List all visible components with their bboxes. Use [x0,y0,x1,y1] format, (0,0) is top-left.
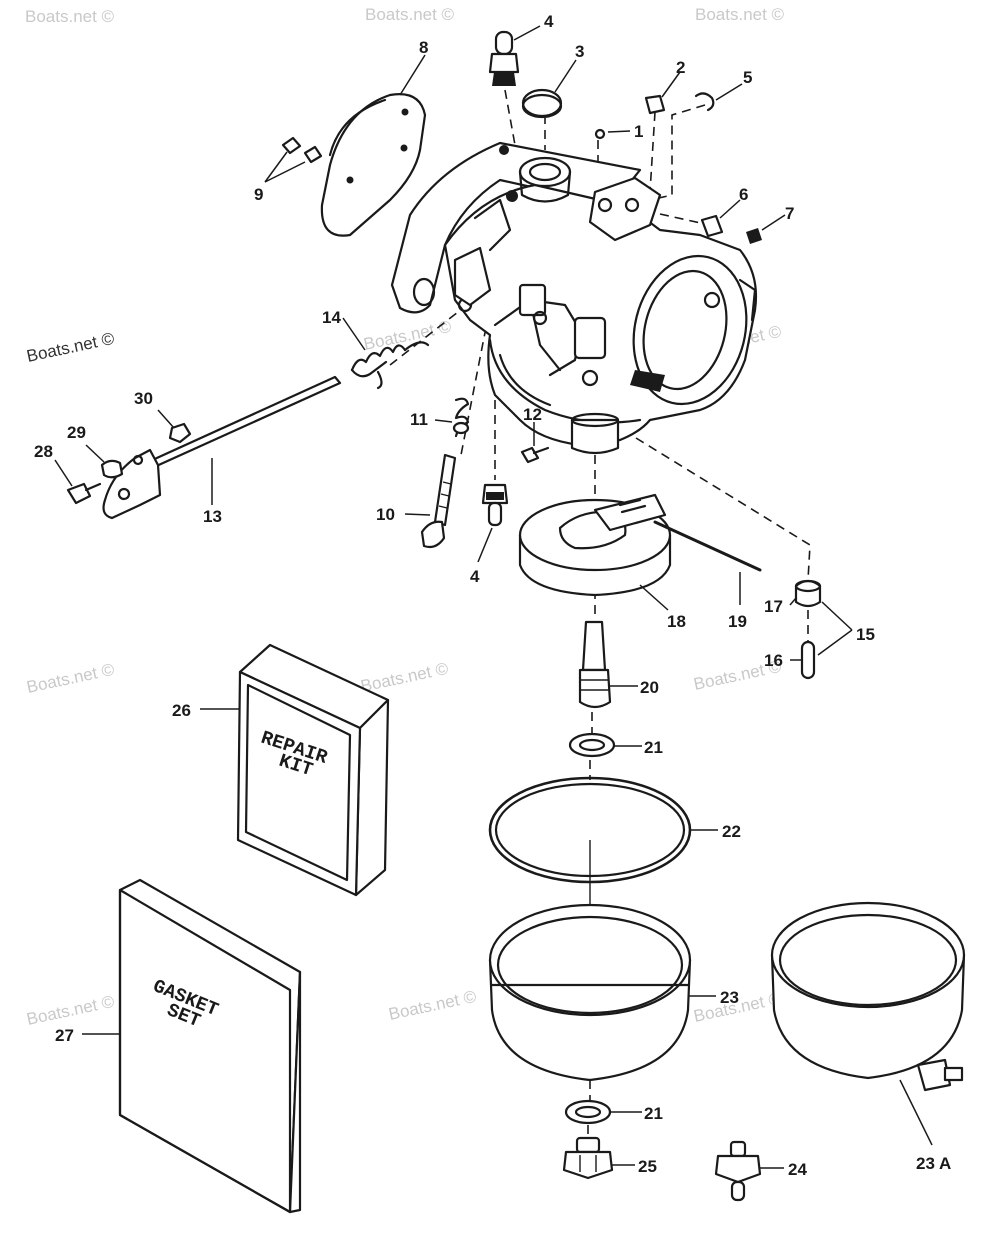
callout-12: 12 [523,405,542,424]
watermark-1: Boats.net © [25,7,115,26]
callout-14: 14 [322,308,341,327]
callout-11: 11 [410,410,428,429]
part-28-screw [54,459,102,505]
part-1-check-ball [594,128,631,140]
callout-4-top: 4 [544,12,554,31]
callout-29: 29 [67,423,86,442]
callout-26: 26 [172,701,191,720]
callout-13: 13 [203,507,222,526]
callout-24: 24 [788,1160,807,1179]
carburetor-body [390,141,758,455]
part-5-clip [694,83,743,112]
part-9-screws [264,136,323,183]
part-18-float [518,493,672,611]
callout-5: 5 [743,68,752,87]
callout-23: 23 [720,988,739,1007]
part-10-needle [404,453,457,549]
part-7-set-screw [746,214,786,244]
part-26-repair-kit: REPAIR KIT [200,643,390,897]
part-16-inlet-needle [790,640,816,680]
part-4-fitting-lower [477,483,509,563]
part-29-washer [85,444,124,479]
callout-22: 22 [722,822,741,841]
part-12-screw [520,422,550,464]
part-19-pin [653,520,762,605]
callout-7: 7 [785,204,794,223]
part-27-gasket-set: GASKET SET [82,878,302,1214]
part-20-main-jet [578,620,638,709]
callout-17: 17 [764,597,783,616]
callout-4-lower: 4 [470,567,480,586]
callout-9: 9 [254,185,263,204]
callout-25: 25 [638,1157,657,1176]
callout-16: 16 [764,651,783,670]
callout-21-lower: 21 [644,1104,663,1123]
watermark-10: Boats.net © [25,992,117,1029]
callout-10: 10 [376,505,395,524]
part-15-leader [817,601,853,656]
part-30-nut [157,409,192,444]
part-14-spring [342,317,430,390]
callout-2: 2 [676,58,685,77]
part-8-cover-plate [320,54,427,237]
part-23-float-bowl [488,903,716,1082]
part-6-jet [700,199,741,238]
watermark-11: Boats.net © [387,987,479,1024]
part-4-fitting-top [488,25,541,86]
part-21-washer-upper [568,732,642,758]
callout-15: 15 [856,625,875,644]
part-22-bowl-gasket [488,776,718,884]
part-13-throttle-shaft [102,375,342,520]
callout-1: 1 [634,122,643,141]
callout-21-upper: 21 [644,738,663,757]
watermark-4: Boats.net © [25,329,117,366]
part-24-drain-fitting [714,1140,784,1202]
part-23a-float-bowl-alt [770,901,966,1146]
watermark-8: Boats.net © [359,659,451,696]
callout-30: 30 [134,389,153,408]
watermark-2: Boats.net © [365,5,455,24]
callout-labels: 1 2 3 4 4 5 6 7 8 9 10 11 12 13 14 15 16… [34,12,951,1179]
callout-8: 8 [419,38,428,57]
part-25-drain-plug [562,1136,635,1180]
part-2-plug [644,71,681,115]
watermark-3: Boats.net © [695,5,785,24]
callout-28: 28 [34,442,53,461]
part-21-washer-lower [564,1099,642,1125]
callout-19: 19 [728,612,747,631]
callout-3: 3 [575,42,584,61]
part-17-needle-seat [789,579,822,608]
callout-23a: 23 A [916,1154,951,1173]
callout-18: 18 [667,612,686,631]
callout-27: 27 [55,1026,74,1045]
callout-6: 6 [739,185,748,204]
watermark-7: Boats.net © [25,660,117,697]
part-3-welch-plug [521,59,577,119]
part-11-spring [434,397,470,438]
callout-20: 20 [640,678,659,697]
